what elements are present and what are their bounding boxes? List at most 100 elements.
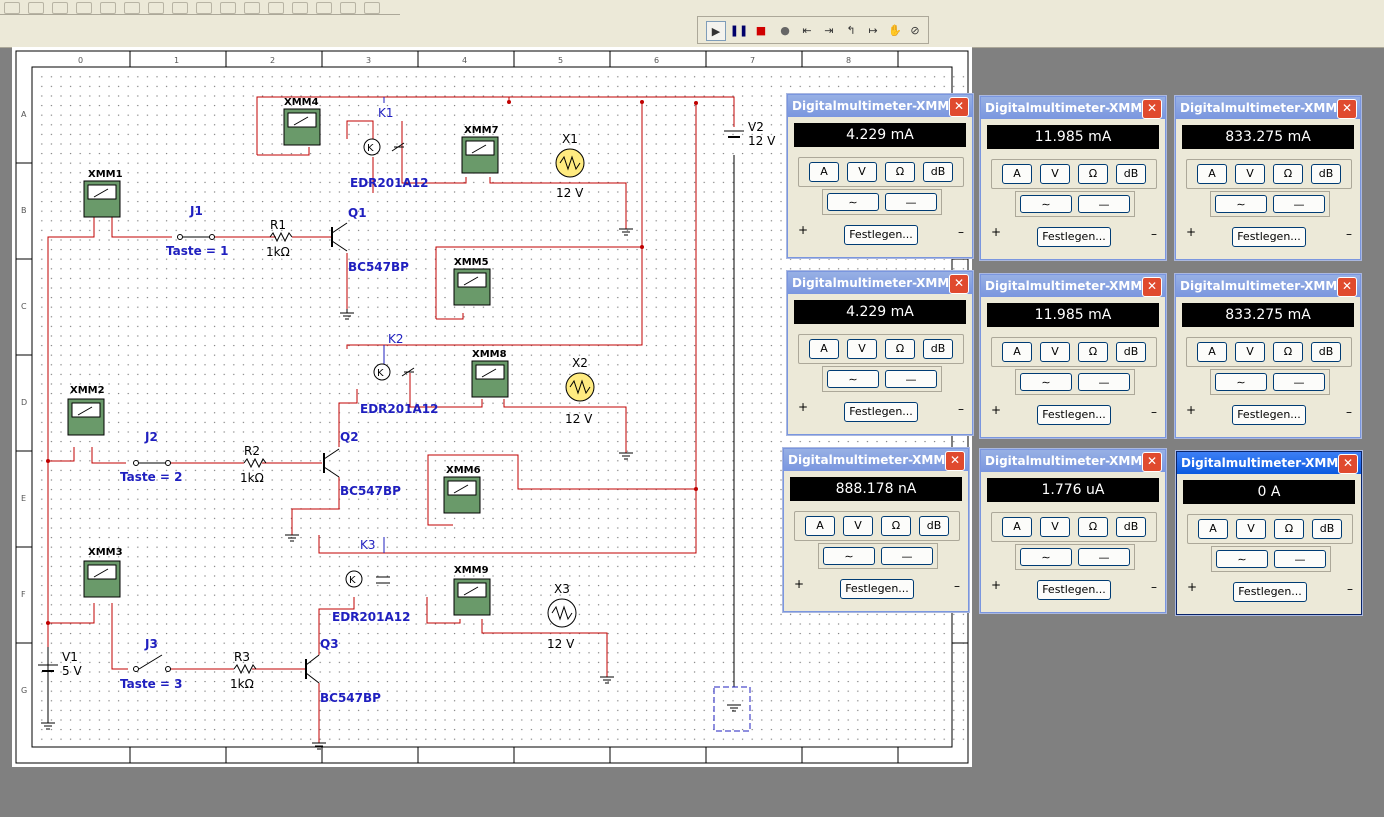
tool-icon[interactable] <box>340 2 356 14</box>
ampere-button[interactable]: A <box>1002 517 1032 537</box>
ampere-button[interactable]: A <box>805 516 835 536</box>
db-button[interactable]: dB <box>923 339 953 359</box>
dc-button[interactable]: — <box>1274 550 1326 568</box>
multimeter-xmm1-panel[interactable]: Digitalmultimeter-XMM1 ✕ 4.229 mA A V Ω … <box>787 94 973 258</box>
xmm1-instrument[interactable]: XMM1 <box>83 169 123 218</box>
xmm3-instrument[interactable]: XMM3 <box>83 547 123 598</box>
volt-button[interactable]: V <box>843 516 873 536</box>
dc-button[interactable]: — <box>1273 195 1325 213</box>
ac-button[interactable]: ∼ <box>1020 548 1072 566</box>
ohm-button[interactable]: Ω <box>1078 164 1108 184</box>
volt-button[interactable]: V <box>847 339 877 359</box>
ohm-button[interactable]: Ω <box>1273 164 1303 184</box>
festlegen-button[interactable]: Festlegen... <box>1232 405 1306 425</box>
ac-button[interactable]: ∼ <box>1215 195 1267 213</box>
ohm-button[interactable]: Ω <box>1273 342 1303 362</box>
multimeter-xmm6-panel[interactable]: Digitalmultimeter-XMM6 ✕ 1.776 uA A V Ω … <box>980 449 1166 613</box>
dc-button[interactable]: — <box>1078 373 1130 391</box>
festlegen-button[interactable]: Festlegen... <box>1232 227 1306 247</box>
multimeter-xmm8-panel[interactable]: Digitalmultimeter-XMM8 ✕ 833.275 mA A V … <box>1175 274 1361 438</box>
close-button[interactable]: ✕ <box>949 274 969 294</box>
xmm5-instrument[interactable]: XMM5 <box>453 257 491 306</box>
relay-k1[interactable]: K K1 EDR201A12 <box>350 106 428 190</box>
relay-k2[interactable]: K K2 EDR201A12 <box>360 332 438 416</box>
switch-j1[interactable]: J1 Taste = 1 <box>166 204 229 258</box>
probe-icon[interactable]: ⊘ <box>910 23 920 37</box>
close-button[interactable]: ✕ <box>1142 452 1162 472</box>
ohm-button[interactable]: Ω <box>1274 519 1304 539</box>
db-button[interactable]: dB <box>1116 517 1146 537</box>
tool-icon[interactable] <box>220 2 236 14</box>
festlegen-button[interactable]: Festlegen... <box>844 402 918 422</box>
ohm-button[interactable]: Ω <box>885 339 915 359</box>
hand-icon[interactable]: ✋ <box>888 23 902 37</box>
resistor-r3[interactable]: R3 1kΩ <box>230 650 257 691</box>
xmm6-instrument[interactable]: XMM6 <box>443 465 481 514</box>
ampere-button[interactable]: A <box>1198 519 1228 539</box>
close-button[interactable]: ✕ <box>1338 454 1358 474</box>
switch-j2[interactable]: J2 Taste = 2 <box>120 430 183 484</box>
run-to-cursor-icon[interactable]: ↦ <box>868 23 878 37</box>
db-button[interactable]: dB <box>1312 519 1342 539</box>
ampere-button[interactable]: A <box>809 162 839 182</box>
tool-icon[interactable] <box>244 2 260 14</box>
ohm-button[interactable]: Ω <box>1078 342 1108 362</box>
tool-icon[interactable] <box>100 2 116 14</box>
stop-button[interactable]: ■ <box>755 23 767 37</box>
multimeter-xmm7-panel[interactable]: Digitalmultimeter-XMM7 ✕ 833.275 mA A V … <box>1175 96 1361 260</box>
ac-button[interactable]: ∼ <box>823 547 875 565</box>
volt-button[interactable]: V <box>1235 342 1265 362</box>
volt-button[interactable]: V <box>1236 519 1266 539</box>
lamp-x2[interactable]: X2 12 V <box>565 356 595 426</box>
volt-button[interactable]: V <box>1235 164 1265 184</box>
ampere-button[interactable]: A <box>1197 164 1227 184</box>
dc-button[interactable]: — <box>1078 548 1130 566</box>
festlegen-button[interactable]: Festlegen... <box>840 579 914 599</box>
xmm9-instrument[interactable]: XMM9 <box>453 565 491 616</box>
ac-button[interactable]: ∼ <box>1215 373 1267 391</box>
tool-icon[interactable] <box>316 2 332 14</box>
volt-button[interactable]: V <box>1040 164 1070 184</box>
db-button[interactable]: dB <box>1116 164 1146 184</box>
ac-button[interactable]: ∼ <box>1216 550 1268 568</box>
close-button[interactable]: ✕ <box>945 451 965 471</box>
ohm-button[interactable]: Ω <box>885 162 915 182</box>
dc-button[interactable]: — <box>885 370 937 388</box>
db-button[interactable]: dB <box>1116 342 1146 362</box>
volt-button[interactable]: V <box>1040 517 1070 537</box>
ac-button[interactable]: ∼ <box>1020 195 1072 213</box>
xmm7-instrument[interactable]: XMM7 <box>461 125 499 174</box>
xmm4-instrument[interactable]: XMM4 <box>283 97 321 146</box>
festlegen-button[interactable]: Festlegen... <box>1037 227 1111 247</box>
tool-icon[interactable] <box>4 2 20 14</box>
dc-button[interactable]: — <box>885 193 937 211</box>
volt-button[interactable]: V <box>1040 342 1070 362</box>
dc-button[interactable]: — <box>1078 195 1130 213</box>
ac-button[interactable]: ∼ <box>1020 373 1072 391</box>
ohm-button[interactable]: Ω <box>881 516 911 536</box>
resistor-r2[interactable]: R2 1kΩ <box>240 444 267 485</box>
tool-icon[interactable] <box>268 2 284 14</box>
ampere-button[interactable]: A <box>809 339 839 359</box>
db-button[interactable]: dB <box>1311 342 1341 362</box>
relay-k3[interactable]: K K3 EDR201A12 <box>332 538 410 624</box>
tool-icon[interactable] <box>28 2 44 14</box>
resistor-r1[interactable]: R1 1kΩ <box>266 218 293 259</box>
step-button[interactable]: ● <box>780 23 790 37</box>
step-over-icon[interactable]: ⇥ <box>824 23 834 37</box>
close-button[interactable]: ✕ <box>1337 99 1357 119</box>
festlegen-button[interactable]: Festlegen... <box>1233 582 1307 602</box>
dc-button[interactable]: — <box>1273 373 1325 391</box>
close-button[interactable]: ✕ <box>1142 99 1162 119</box>
festlegen-button[interactable]: Festlegen... <box>1037 580 1111 600</box>
tool-icon[interactable] <box>124 2 140 14</box>
tool-icon[interactable] <box>172 2 188 14</box>
db-button[interactable]: dB <box>923 162 953 182</box>
volt-button[interactable]: V <box>847 162 877 182</box>
tool-icon[interactable] <box>364 2 380 14</box>
xmm8-instrument[interactable]: XMM8 <box>471 349 509 398</box>
multimeter-xmm5-panel[interactable]: Digitalmultimeter-XMM5 ✕ 11.985 mA A V Ω… <box>980 274 1166 438</box>
run-simulation-button[interactable]: ▶ <box>706 21 726 41</box>
transistor-q1[interactable]: Q1 BC547BP <box>331 206 409 274</box>
festlegen-button[interactable]: Festlegen... <box>1037 405 1111 425</box>
